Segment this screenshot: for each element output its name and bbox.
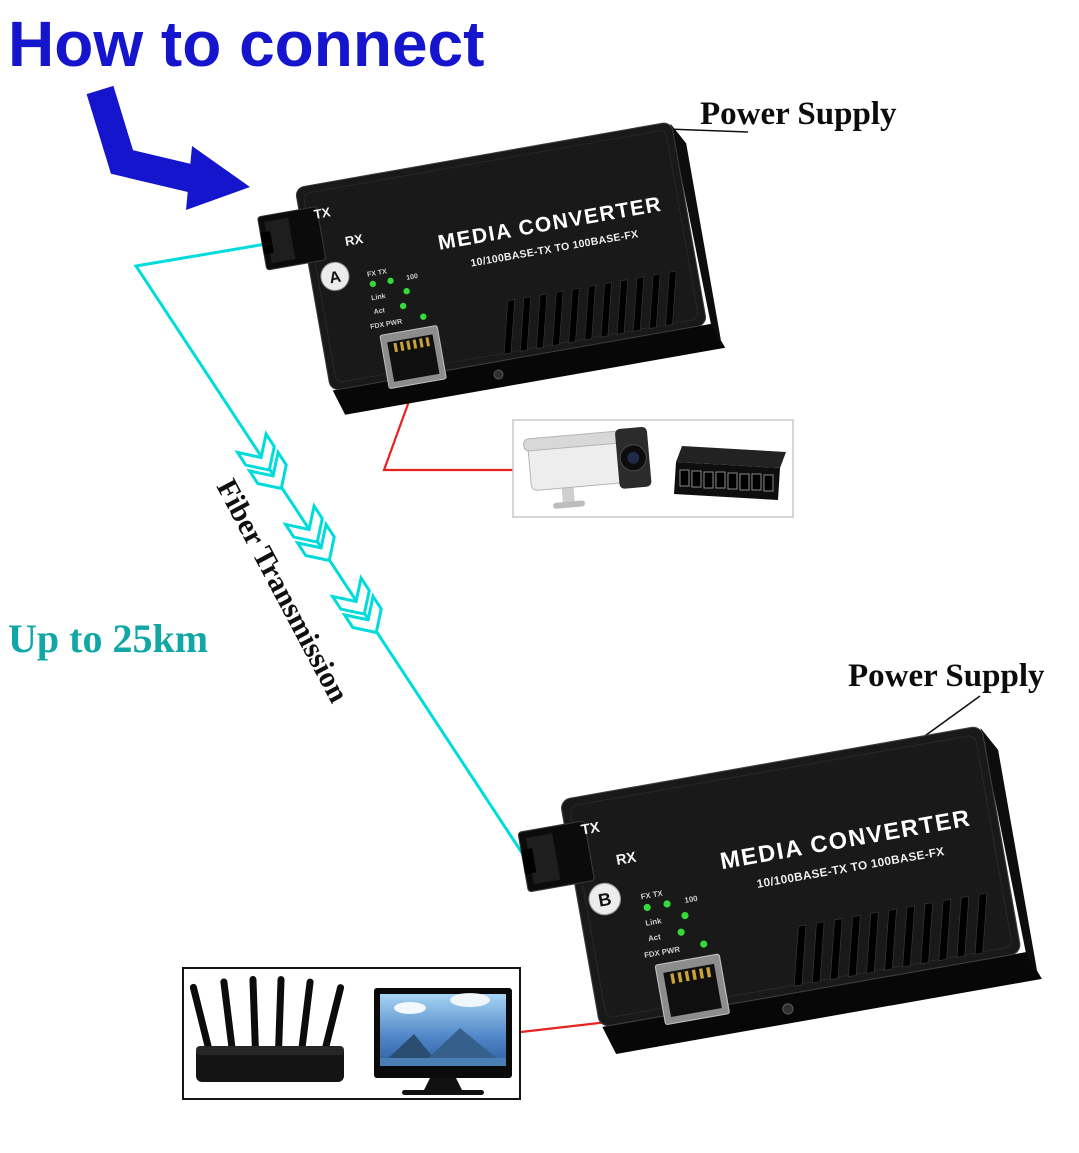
led-dot bbox=[369, 280, 377, 288]
led-label: 100 bbox=[406, 273, 419, 282]
screw bbox=[782, 1003, 794, 1015]
chevron-arrow-icon bbox=[234, 430, 288, 491]
led-label: Act bbox=[647, 932, 661, 943]
unit-badge bbox=[588, 882, 621, 916]
power-lead-bottom bbox=[921, 695, 981, 739]
chevron-arrow-icon bbox=[329, 574, 383, 635]
converter-front-face bbox=[602, 952, 1042, 1054]
led-label: Act bbox=[373, 307, 386, 316]
led-dot bbox=[663, 900, 671, 908]
power-supply-label-top: Power Supply bbox=[700, 96, 897, 132]
led-dot bbox=[677, 928, 685, 936]
led-dot bbox=[403, 287, 410, 295]
led-label: FX TX bbox=[640, 889, 664, 902]
led-dot bbox=[387, 277, 394, 285]
converter-right-face bbox=[670, 123, 721, 341]
converter-top-inset bbox=[303, 130, 699, 383]
led-label: FX TX bbox=[367, 268, 388, 278]
connected-devices-top bbox=[512, 419, 794, 518]
fiber-direction-arrows bbox=[234, 430, 383, 635]
unit-letter: B bbox=[597, 889, 613, 911]
distance-label: Up to 25km bbox=[8, 616, 208, 661]
led-dot bbox=[643, 903, 651, 912]
converter-front-face bbox=[332, 323, 726, 415]
chevron-arrow-icon bbox=[282, 502, 336, 563]
cctv-camera bbox=[523, 426, 652, 509]
power-supply-label-bottom: Power Supply bbox=[848, 658, 1045, 694]
sc-fiber-connector bbox=[257, 206, 326, 271]
port-label-tx: TX bbox=[313, 204, 332, 222]
led-dot bbox=[399, 302, 407, 310]
led-dot bbox=[681, 911, 689, 920]
led-dot bbox=[420, 313, 427, 320]
unit-badge bbox=[320, 261, 350, 291]
vent-slots bbox=[793, 892, 988, 987]
port-label-tx: TX bbox=[580, 820, 601, 839]
television bbox=[374, 988, 512, 1095]
sc-fiber-connector bbox=[517, 820, 595, 893]
led-dot bbox=[700, 940, 708, 948]
media-converter-b: TX RX B FX TX 100 Link Act FDX PWR MEDIA… bbox=[517, 726, 1042, 1054]
connected-devices-bottom bbox=[182, 967, 521, 1100]
media-converter-a: TX RX A FX TX 100 Link Act FDX PWR MEDIA… bbox=[257, 122, 726, 415]
converter-top-inset bbox=[569, 735, 1012, 1018]
led-label: Link bbox=[645, 916, 663, 928]
converter-right-face bbox=[980, 728, 1038, 971]
page-title: How to connect bbox=[8, 8, 484, 80]
screw bbox=[493, 369, 504, 380]
ethernet-cable-top bbox=[382, 381, 514, 472]
rj45-port bbox=[654, 953, 730, 1025]
led-label: Link bbox=[371, 293, 386, 302]
rj45-port bbox=[379, 325, 447, 389]
vent-slots bbox=[503, 270, 677, 355]
unit-letter: A bbox=[328, 268, 343, 287]
wifi-router bbox=[189, 976, 345, 1082]
fiber-transmission-label: Fiber Transmission bbox=[210, 474, 356, 708]
fiber-cable-line bbox=[133, 242, 530, 863]
port-label-rx: RX bbox=[344, 231, 365, 249]
bent-arrow-icon bbox=[86, 85, 250, 210]
ethernet-switch bbox=[674, 446, 786, 500]
port-label-rx: RX bbox=[615, 850, 638, 869]
led-label: 100 bbox=[684, 894, 699, 905]
